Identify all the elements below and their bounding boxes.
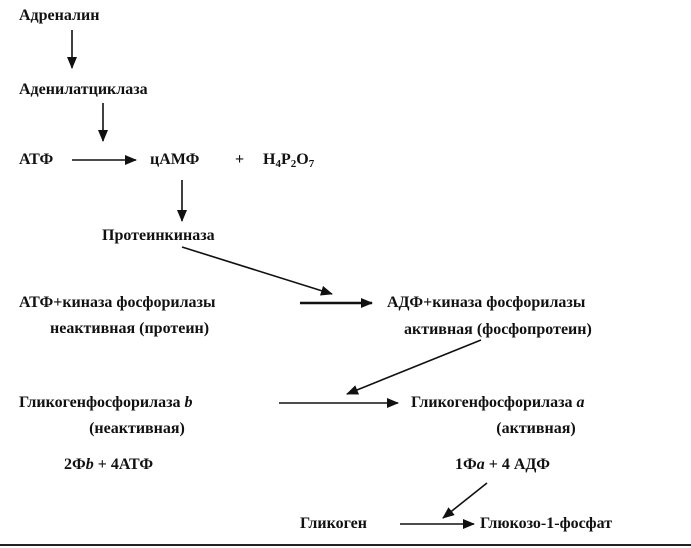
arrow-kinase-to-phosphorylase — [346, 339, 482, 395]
adrenaline-label: Адреналин — [19, 7, 100, 24]
phosphorylase-a-label: Гликогенфосфорилаза a — [411, 394, 585, 411]
active-kinase-line2: активная (фосфопротеин) — [404, 321, 592, 338]
glucose-1-phosphate-label: Глюкозо-1-фосфат — [480, 515, 613, 532]
inactive-kinase-line1: АТФ+киназа фосфорилазы — [19, 294, 216, 311]
arrow-protein-kinase-to-reaction — [181, 246, 333, 296]
pyrophosphate-formula: H4P2O7 — [263, 151, 315, 170]
phosphorylase-b-state: (неактивная) — [89, 420, 185, 437]
atp-label: АТФ — [19, 151, 54, 168]
adenylate-cyclase-label: Аденилатциклаза — [19, 81, 148, 98]
arrow-phosphorylase-to-glycogen — [442, 482, 488, 519]
phosphorylase-b-label: Гликогенфосфорилаза b — [19, 394, 193, 411]
plus-sign: + — [235, 151, 245, 168]
phosphorylase-a-equation: 1Фa + 4 АДФ — [455, 456, 550, 473]
camp-label: цАМФ — [150, 151, 200, 168]
inactive-kinase-line2: неактивная (протеин) — [50, 320, 210, 337]
bottom-border-line — [0, 544, 691, 546]
phosphorylase-a-state: (активная) — [496, 420, 576, 437]
glycogen-label: Гликоген — [300, 515, 367, 532]
protein-kinase-label: Протеинкиназа — [102, 227, 215, 244]
phosphorylase-b-equation: 2Фb + 4АТФ — [64, 456, 154, 473]
active-kinase-line1: АДФ+киназа фосфорилазы — [387, 294, 586, 311]
